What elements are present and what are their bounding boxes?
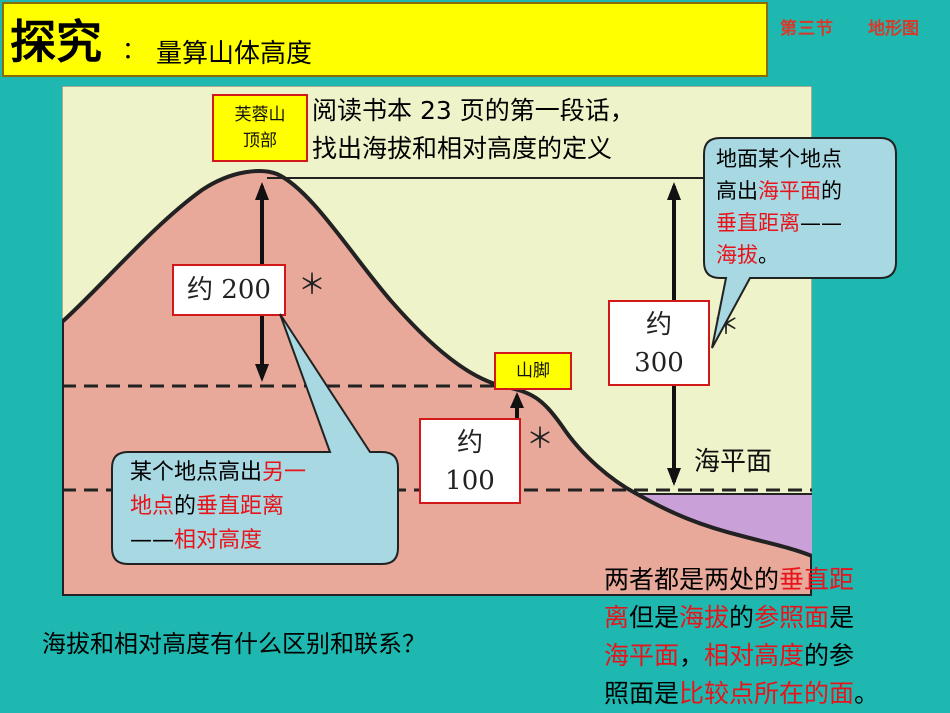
measure-100-line2: 100 (445, 466, 495, 496)
callout-relative-line2: 地点的垂直距离 (130, 494, 285, 519)
measure-100-line1: 约 (456, 428, 483, 458)
reading-instruction: 阅读书本 23 页的第一段话， 找出海拔和相对高度的定义 (312, 92, 635, 168)
summary-line2: 离但是海拔的参照面是 (604, 603, 855, 632)
measure-300: 约 300 (608, 300, 710, 386)
callout-altitude-line1: 地面某个地点 (716, 147, 842, 171)
summary-line3: 海平面，相对高度的参 (604, 641, 855, 670)
callout-altitude-bubble (703, 137, 897, 349)
question-text: 海拔和相对高度有什么区别和联系？ (42, 630, 426, 658)
instruction-line-2: 找出海拔和相对高度的定义 (312, 134, 613, 163)
sea-level-label: 海平面 (694, 447, 772, 477)
arrow-300-head-bottom (667, 468, 681, 486)
callout-altitude-line2: 高出海平面的 (716, 179, 842, 203)
asterisk-200: ＊ (298, 268, 326, 301)
callout-relative-line1: 某个地点高出另一 (130, 460, 307, 485)
measure-300-line1: 约 (645, 310, 672, 340)
arrow-200-head-top (255, 182, 269, 200)
title-colon: ： (122, 36, 146, 64)
measure-300-line2: 300 (634, 348, 684, 378)
callout-altitude-line4: 海拔。 (716, 243, 779, 267)
callout-relative-line3: ——相对高度 (130, 528, 263, 553)
section-number: 第三节 (780, 19, 834, 39)
summary-line1: 两者都是两处的垂直距 (604, 565, 855, 594)
title-bar (2, 2, 768, 77)
measure-200: 约 200 (172, 264, 286, 316)
summit-label-line1: 芙蓉山 (234, 105, 286, 125)
measure-100: 约 100 (419, 418, 521, 504)
summit-label: 芙蓉山 顶部 (212, 94, 308, 162)
callout-relative-text: 某个地点高出另一 地点的垂直距离 ——相对高度 (130, 456, 306, 558)
section-name: 地形图 (868, 19, 919, 39)
arrow-100-head-top (510, 392, 524, 408)
instruction-line-1: 阅读书本 23 页的第一段话， (312, 96, 635, 125)
callout-altitude-line3: 垂直距离—— (716, 211, 842, 235)
asterisk-100: ＊ (526, 422, 554, 455)
callout-altitude-text: 地面某个地点 高出海平面的 垂直距离—— 海拔。 (716, 143, 842, 271)
foot-label: 山脚 (494, 352, 572, 390)
callout-relative-bubble (111, 313, 399, 565)
sea-area (637, 494, 812, 556)
arrow-300-head-top (667, 182, 681, 200)
summary-text: 两者都是两处的垂直距 离但是海拔的参照面是 海平面，相对高度的参 照面是比较点所… (604, 561, 924, 713)
summary-line4: 照面是比较点所在的面。 (604, 679, 880, 708)
page-title: 探究 (10, 15, 102, 69)
page-subtitle: 量算山体高度 (156, 39, 313, 69)
arrow-200-head-bottom (255, 364, 269, 382)
summit-label-line2: 顶部 (243, 131, 277, 151)
